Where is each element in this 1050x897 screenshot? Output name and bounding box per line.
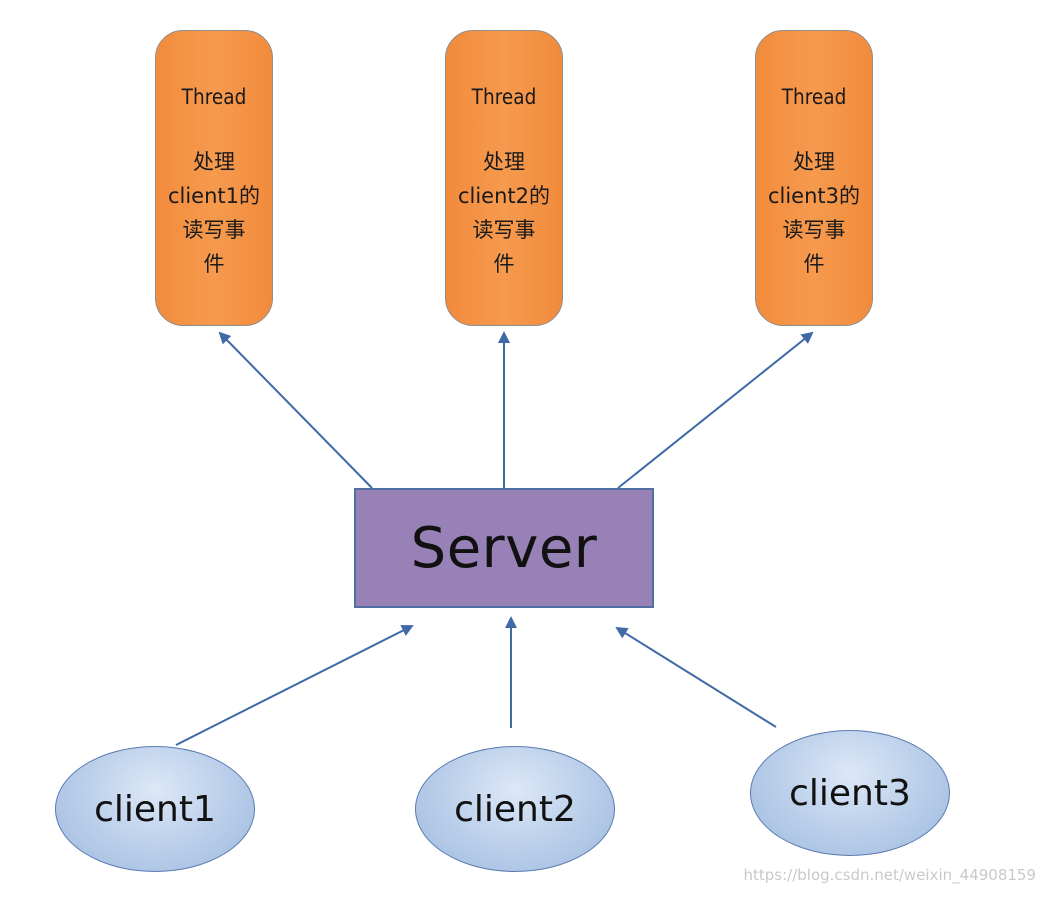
watermark: https://blog.csdn.net/weixin_44908159 (743, 866, 1036, 884)
thread-box-3: Thread 处理 client3的 读写事 件 (755, 30, 873, 326)
client-node-1: client1 (55, 746, 255, 872)
arrow-server-to-thread-3 (617, 331, 814, 489)
arrow-client3-to-server (615, 626, 777, 728)
arrow-server-to-thread-1 (218, 331, 373, 489)
client-label: client3 (789, 772, 911, 814)
thread-title: Thread (181, 85, 247, 109)
server-box: Server (354, 488, 654, 608)
thread-title: Thread (781, 85, 847, 109)
thread-description: 处理 client1的 读写事 件 (167, 150, 261, 276)
thread-description: 处理 client3的 读写事 件 (767, 150, 861, 276)
server-label: Server (410, 515, 598, 581)
thread-box-1: Thread 处理 client1的 读写事 件 (155, 30, 273, 326)
thread-title: Thread (471, 85, 537, 109)
client-label: client1 (94, 788, 216, 830)
client-label: client2 (454, 788, 576, 830)
thread-description: 处理 client2的 读写事 件 (457, 150, 551, 276)
client-node-2: client2 (415, 746, 615, 872)
arrow-client1-to-server (175, 625, 414, 746)
client-node-3: client3 (750, 730, 950, 856)
thread-box-2: Thread 处理 client2的 读写事 件 (445, 30, 563, 326)
